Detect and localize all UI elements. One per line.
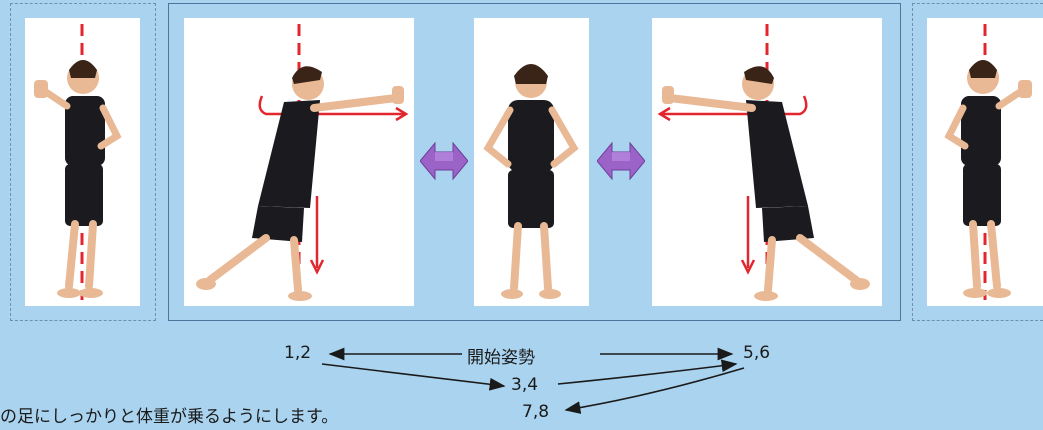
label-step-3-4: 3,4 [511, 375, 538, 395]
label-step-5-6: 5,6 [743, 343, 770, 363]
label-step-1-2: 1,2 [284, 343, 311, 363]
label-step-7-8: 7,8 [522, 402, 549, 422]
arrow-3-4-to-5-6 [558, 364, 736, 384]
label-start-position: 開始姿勢 [467, 343, 535, 368]
instruction-caption: の足にしっかりと体重が乗るようにします。 [0, 402, 338, 427]
